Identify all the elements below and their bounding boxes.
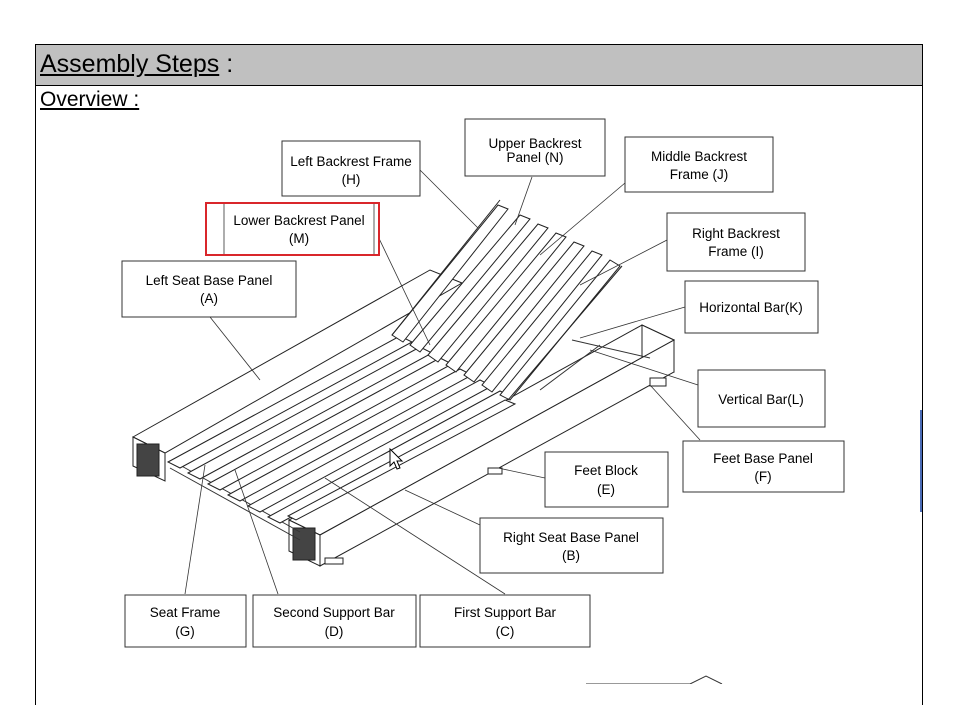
- label-feet-base-panel: Feet Base Panel (F): [682, 440, 845, 493]
- right-seat-base-hole: [292, 527, 316, 561]
- label-text: (C): [496, 624, 515, 639]
- label-text: Middle Backrest: [651, 149, 747, 164]
- mouse-cursor-icon: [389, 447, 404, 470]
- right-backrest-frame-line: [507, 265, 623, 401]
- label-first-support-bar: First Support Bar (C): [419, 594, 591, 648]
- vertical-bar-line: [571, 339, 651, 359]
- leader-left-backrest-frame: [419, 169, 479, 229]
- label-text: Second Support Bar: [273, 605, 395, 620]
- label-left-backrest-frame: Left Backrest Frame (H): [281, 140, 421, 197]
- label-text: Frame (I): [708, 244, 764, 259]
- label-text: Right Seat Base Panel: [503, 530, 639, 545]
- highlight-box: [205, 202, 380, 256]
- leader-upper-backrest-panel: [514, 176, 533, 226]
- leader-first-support-bar: [324, 477, 506, 595]
- label-text: (F): [754, 469, 771, 484]
- label-middle-backrest-frame: Middle Backrest Frame (J): [624, 136, 774, 193]
- leader-lower-backrest-panel: [374, 229, 431, 346]
- label-left-seat-base-panel: Left Seat Base Panel (A): [121, 260, 297, 318]
- label-text: Seat Frame: [150, 605, 221, 620]
- label-text: Feet Base Panel: [713, 451, 813, 466]
- label-text: Feet Block: [574, 463, 638, 478]
- label-text: Lower Backrest Panel: [233, 213, 364, 228]
- leader-feet-block: [497, 467, 546, 479]
- label-text: (A): [200, 291, 218, 306]
- label-horizontal-bar: Horizontal Bar(K): [684, 280, 819, 334]
- overview-heading: Overview :: [40, 88, 140, 111]
- label-text: (E): [597, 482, 615, 497]
- foot-3: [649, 377, 667, 387]
- page-title: Assembly Steps :: [40, 50, 233, 79]
- label-second-support-bar: Second Support Bar (D): [252, 594, 417, 648]
- left-seat-base-hole: [136, 443, 160, 477]
- label-text: (G): [175, 624, 195, 639]
- label-text: Panel (N): [506, 150, 563, 165]
- label-text: (H): [342, 172, 361, 187]
- label-boxes: Left Backrest Frame (H) Upper Backrest P…: [121, 118, 845, 648]
- lounger-drawing: [131, 199, 676, 567]
- horizontal-bar-line: [539, 344, 601, 391]
- label-text: Left Backrest Frame: [290, 154, 412, 169]
- label-text: First Support Bar: [454, 605, 557, 620]
- foot-1: [324, 557, 344, 565]
- leader-seat-frame: [184, 464, 206, 595]
- leader-vertical-bar: [589, 349, 699, 386]
- label-right-seat-base-panel: Right Seat Base Panel (B): [479, 517, 664, 574]
- label-text: Left Seat Base Panel: [146, 273, 273, 288]
- label-text: Horizontal Bar(K): [699, 300, 803, 315]
- leader-left-seat-base-panel: [209, 316, 261, 381]
- leader-horizontal-bar: [579, 306, 686, 339]
- leader-feet-base-panel: [649, 384, 701, 441]
- next-figure-partial: [586, 675, 723, 684]
- backrest-slat: [391, 204, 509, 343]
- label-text: (B): [562, 548, 580, 563]
- label-text: (M): [289, 231, 309, 246]
- foot-2: [487, 467, 503, 475]
- label-lower-backrest-panel: Lower Backrest Panel (M): [205, 202, 380, 256]
- label-text: Vertical Bar(L): [718, 392, 804, 407]
- leader-right-backrest-frame: [579, 239, 668, 286]
- label-text: Frame (J): [670, 167, 729, 182]
- label-right-backrest-frame: Right Backrest Frame (I): [666, 212, 806, 272]
- leader-second-support-bar: [234, 469, 279, 595]
- label-seat-frame: Seat Frame (G): [124, 594, 247, 648]
- label-feet-block: Feet Block (E): [544, 451, 669, 508]
- leader-right-seat-base-panel: [404, 489, 481, 526]
- title-suffix: :: [219, 50, 234, 78]
- leader-middle-backrest-frame: [539, 182, 626, 256]
- left-backrest-frame-line: [391, 199, 501, 336]
- header-bar: Assembly Steps :: [36, 45, 922, 86]
- title-text: Assembly Steps: [40, 50, 220, 78]
- label-vertical-bar: Vertical Bar(L): [697, 369, 826, 428]
- label-text: (D): [325, 624, 344, 639]
- backrest-slat: [499, 259, 621, 401]
- backrest-slat: [427, 223, 549, 363]
- lounger-diagram: Left Backrest Frame (H) Upper Backrest P…: [121, 118, 922, 684]
- label-upper-backrest-panel: Upper Backrest Panel (N): [464, 118, 606, 177]
- backrest-slat: [481, 250, 603, 393]
- label-text: Upper Backrest: [488, 136, 581, 151]
- leader-lines: [184, 169, 701, 595]
- backrest-slat: [463, 241, 585, 383]
- seat-frame-rail: [169, 467, 301, 541]
- backrest-slat: [409, 214, 531, 353]
- backrest-slat: [445, 232, 567, 373]
- label-text: Right Backrest: [692, 226, 780, 241]
